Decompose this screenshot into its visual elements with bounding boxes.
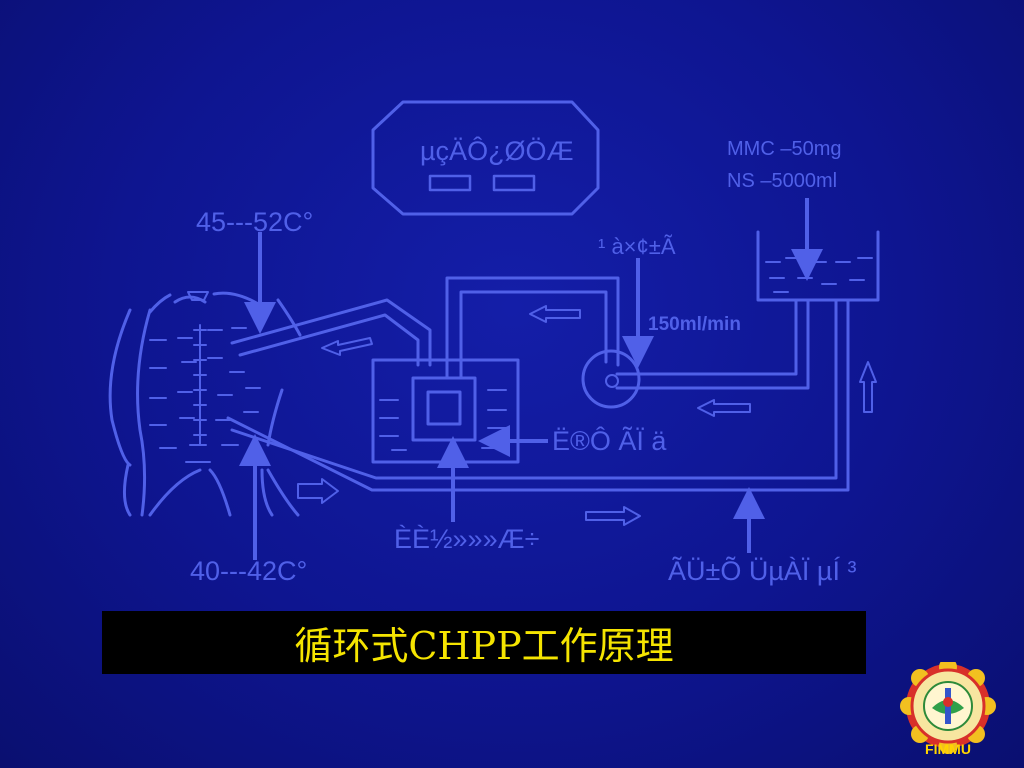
controller-label: µçÄÔ¿ØÖÆ <box>420 136 574 166</box>
flow-rate-label: 150ml/min <box>648 314 741 335</box>
pump <box>581 298 810 409</box>
drug-mmc-label: MMC –50mg <box>727 138 842 160</box>
abdomen-fluid-marks <box>149 324 261 463</box>
closed-circuit-label: ÃÜ±Õ ÜµÀÏ µÍ ³ <box>668 556 857 586</box>
heater-label: ÈÈ½»»»Æ÷ <box>394 524 540 554</box>
logo-caption: FIMMU <box>925 741 971 757</box>
university-seal-logo <box>900 662 996 754</box>
exchanger-label: Ë®Ô ÃÏ ä <box>552 426 667 456</box>
pump-label: ¹ à×¢±Ã <box>598 234 676 259</box>
outflow-tube <box>226 298 850 492</box>
patient-body-outline <box>108 291 302 517</box>
indicator-arrows <box>239 198 823 560</box>
inflow-tube <box>230 298 432 367</box>
flow-direction-arrows <box>297 305 877 526</box>
inflow-temperature-label: 45---52C° <box>196 207 314 237</box>
controller-box <box>371 100 600 216</box>
loop-tubing <box>445 276 620 380</box>
drug-ns-label: NS –5000ml <box>727 170 838 192</box>
reservoir <box>756 230 880 302</box>
slide-title-bar: 循环式CHPP工作原理 <box>102 611 866 674</box>
slide-title: 循环式CHPP工作原理 <box>294 624 674 668</box>
outflow-temperature-label: 40---42C° <box>190 556 308 586</box>
